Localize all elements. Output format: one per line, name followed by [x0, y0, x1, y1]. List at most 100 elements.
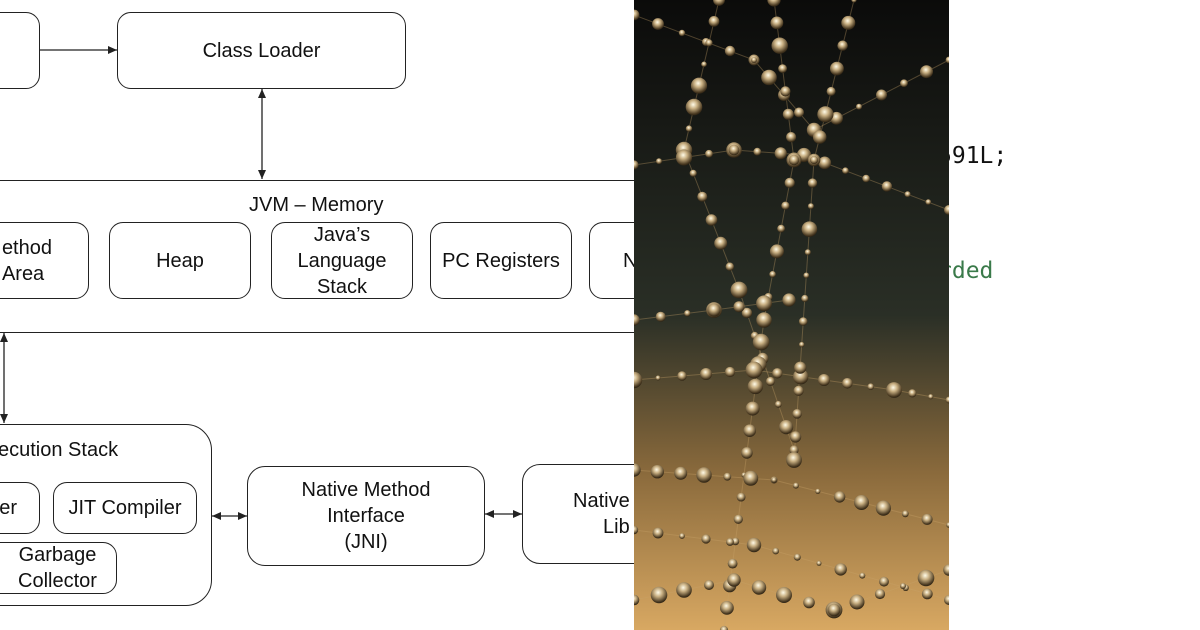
dew-drop	[634, 9, 640, 21]
dew-drop	[786, 452, 802, 468]
dew-drop	[801, 221, 818, 237]
dew-drop	[842, 378, 853, 389]
dew-drop	[784, 177, 795, 188]
dew-drop	[634, 160, 639, 170]
dew-drop	[652, 18, 664, 30]
dew-drop	[799, 341, 805, 348]
dew-drop	[756, 295, 772, 312]
dew-drop	[921, 513, 933, 525]
dew-drop	[634, 314, 640, 326]
interpreter-box-partial: er	[0, 482, 40, 534]
dew-drop	[920, 65, 933, 79]
dew-drop	[674, 466, 688, 480]
dew-drop	[815, 488, 821, 494]
dew-drop	[859, 572, 866, 579]
dew-drops-photo	[634, 0, 949, 630]
dew-drop	[701, 61, 707, 68]
dew-drop	[689, 169, 697, 177]
dew-drop	[720, 601, 734, 615]
dew-drop	[778, 64, 787, 73]
dew-drop	[782, 293, 796, 307]
dew-drop	[676, 582, 692, 598]
dew-drop	[745, 361, 763, 379]
dew-drop	[801, 294, 809, 303]
dew-drop	[807, 203, 814, 210]
dew-drop	[752, 333, 770, 351]
dew-drop	[807, 178, 818, 188]
dew-drop	[809, 155, 819, 165]
dew-drop	[634, 371, 643, 389]
dew-drop	[634, 463, 641, 477]
dew-drops-image	[634, 0, 949, 630]
dew-drop	[812, 130, 827, 144]
dew-drop	[770, 16, 784, 30]
memory-bottom-border	[0, 332, 634, 333]
dew-drop	[849, 594, 865, 610]
dew-drop	[789, 445, 799, 455]
dew-drop	[886, 382, 902, 398]
heap-box: Heap	[109, 222, 251, 299]
dew-drop	[705, 214, 718, 226]
dew-drop	[780, 86, 791, 97]
dew-drop	[675, 149, 693, 166]
dew-drop	[782, 108, 794, 120]
dew-drop	[917, 569, 935, 587]
dew-drop	[788, 154, 800, 166]
dew-drop	[945, 56, 949, 64]
dew-drop	[650, 586, 668, 604]
dew-drop	[842, 167, 849, 174]
dew-drop	[685, 98, 703, 116]
dew-drop	[771, 37, 788, 54]
dew-drop	[826, 86, 836, 96]
dew-drop	[793, 369, 809, 385]
dew-drop	[786, 132, 797, 143]
dew-drop	[944, 595, 949, 605]
dew-drop	[817, 106, 834, 123]
dew-drop	[727, 558, 738, 569]
dew-drop	[751, 57, 757, 63]
dew-drop	[656, 158, 662, 165]
dew-drop	[777, 224, 785, 233]
dew-drop	[774, 400, 782, 408]
dew-drop	[724, 366, 736, 378]
dew-drop	[753, 147, 762, 156]
dew-drop	[772, 547, 779, 555]
dew-drop	[841, 15, 856, 30]
dew-drop	[827, 603, 841, 617]
dew-drop	[769, 244, 784, 259]
dew-drop	[743, 470, 759, 486]
code-line-long-literal: 591L;	[938, 143, 1008, 169]
dew-drop	[928, 394, 934, 400]
dew-drop	[908, 389, 917, 398]
dew-drop	[771, 477, 777, 483]
dew-drop	[723, 472, 732, 481]
dew-drop	[803, 272, 810, 279]
dew-drop	[634, 525, 639, 535]
dew-drop	[789, 431, 802, 443]
dew-drop	[655, 311, 666, 322]
dew-drop	[779, 420, 794, 435]
memory-title: JVM – Memory	[249, 194, 384, 216]
dew-drop	[798, 317, 808, 326]
dew-drop	[881, 181, 893, 192]
dew-drop	[851, 0, 857, 3]
dew-drop	[765, 376, 775, 386]
native-libraries-label-partial: Native Lib	[573, 490, 630, 538]
dew-drop	[751, 580, 767, 595]
dew-drop	[713, 0, 725, 6]
dew-drop	[704, 580, 714, 590]
dew-drop	[696, 467, 712, 483]
dew-drop	[728, 144, 740, 156]
dew-drop	[743, 424, 756, 438]
memory-top-border	[0, 180, 634, 181]
dew-drop	[818, 156, 832, 170]
dew-drop	[830, 61, 844, 76]
dew-drop	[719, 625, 729, 630]
dew-drop	[677, 371, 687, 381]
dew-drop	[769, 271, 776, 278]
dew-drop	[746, 537, 762, 553]
dew-drop	[781, 201, 790, 210]
dew-drop	[794, 361, 807, 374]
dew-drop	[776, 587, 792, 603]
dew-drop	[874, 588, 886, 600]
